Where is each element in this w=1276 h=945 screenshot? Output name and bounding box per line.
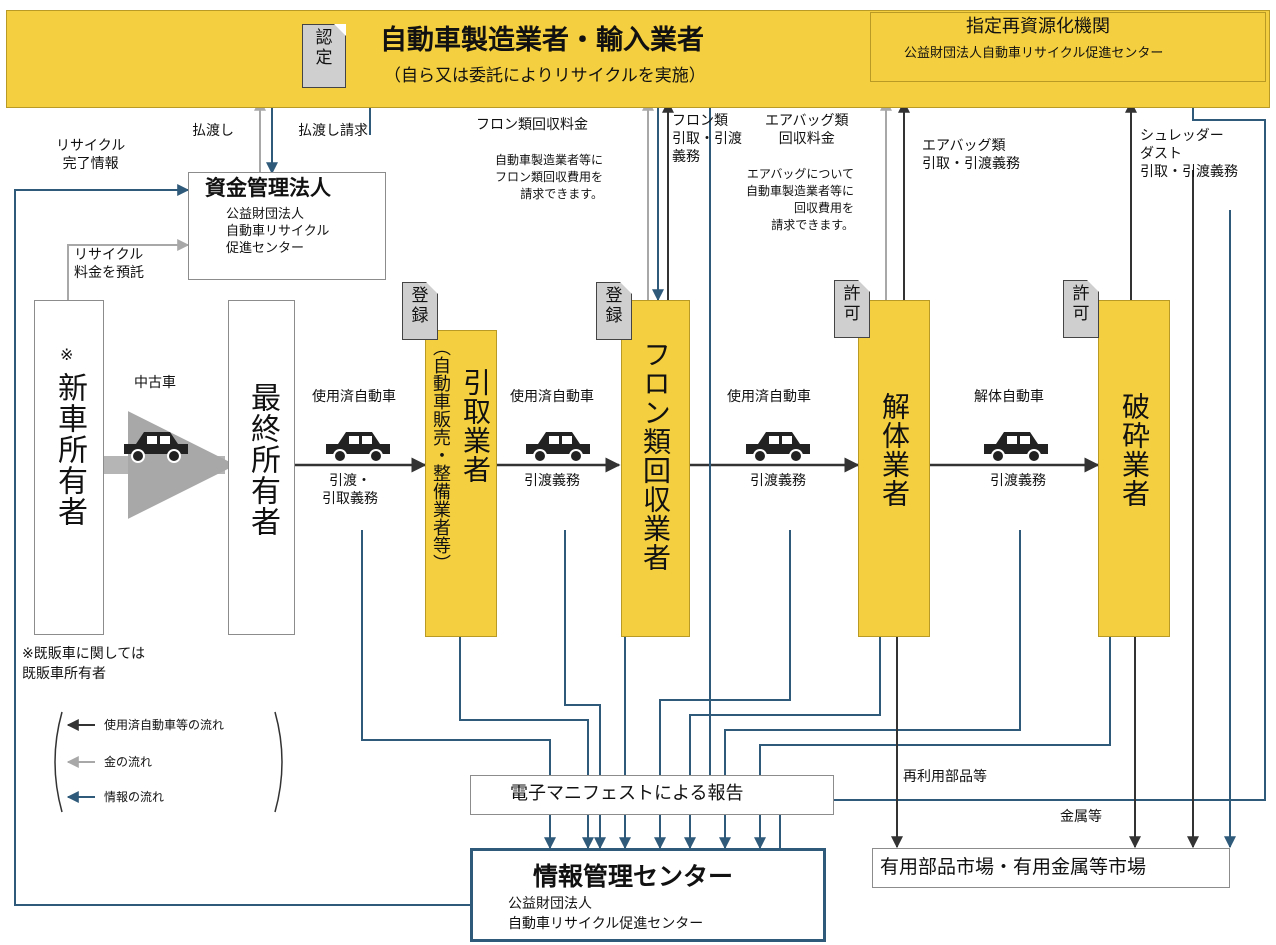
collector-note: （自動車販売・整備業者等）: [430, 338, 451, 572]
reuse-parts-label: 再利用部品等: [903, 769, 987, 785]
metals-label: 金属等: [1060, 809, 1102, 825]
airbag-note-label: エアバッグについて 自動車製造業者等に 回収費用を 請求できます。: [746, 167, 855, 232]
car-icon: [984, 432, 1048, 463]
collector-box: [425, 330, 497, 637]
manifest-label: 電子マニフェストによる報告: [510, 783, 744, 804]
used-vehicle-label-3: 使用済自動車: [727, 389, 811, 405]
car-icon: [326, 432, 390, 463]
recycle-complete-label: リサイクル 完了情報: [56, 138, 126, 172]
final-owner-label: 最終所有者: [245, 382, 280, 537]
freon-note-label: 自動車製造業者等に フロン類回収費用を 請求できます。: [495, 153, 604, 201]
shredder-label: 破砕業者: [1118, 392, 1151, 508]
dismantler-label: 解体業者: [878, 392, 911, 508]
used-vehicle-label-2: 使用済自動車: [510, 389, 594, 405]
info-center-subtitle: 公益財団法人 自動車リサイクル促進センター: [508, 896, 704, 932]
designated-org-title: 指定再資源化機関: [966, 16, 1110, 37]
designated-org-box: [870, 12, 1266, 82]
freon-collector-label: フロン類回収業者: [639, 340, 672, 572]
info-center-box: [470, 848, 826, 942]
car-icon: [526, 432, 590, 463]
dismantled-car-label: 解体自動車: [974, 389, 1044, 405]
freon-collector-box: [621, 300, 690, 637]
shredder-duty-label: シュレッダー ダスト 引取・引渡義務: [1140, 128, 1238, 180]
manifest-box: [470, 775, 834, 815]
manufacturer-title: 自動車製造業者・輸入業者: [380, 25, 704, 56]
dismantler-stamp: 許 可: [834, 280, 870, 338]
car-icon: [746, 432, 810, 463]
handover-label-3: 引渡義務: [750, 473, 806, 489]
dismantler-box: [858, 300, 930, 637]
collector-stamp: 登 録: [402, 282, 438, 340]
legend-info-flow: 情報の流れ: [104, 790, 165, 804]
fund-org-title: 資金管理法人: [205, 176, 331, 200]
fund-org-subtitle: 公益財団法人 自動車リサイクル 促進センター: [226, 207, 330, 256]
payment-request-label: 払渡し請求: [298, 123, 368, 139]
fund-org-box: [188, 172, 386, 280]
used-car-label: 中古車: [134, 375, 176, 391]
airbag-duty-label: エアバッグ類 引取・引渡義務: [922, 138, 1020, 172]
new-owner-mark: ※: [60, 345, 74, 364]
new-owner-box: [34, 300, 104, 635]
handover-label-1: 引渡・ 引取義務: [322, 473, 378, 507]
car-icon: [124, 432, 188, 463]
shredder-box: [1098, 300, 1170, 637]
handover-label-2: 引渡義務: [524, 473, 580, 489]
freon-fee-label: フロン類回収料金: [476, 117, 588, 133]
info-center-title: 情報管理センター: [533, 862, 734, 891]
collector-label: 引取業者: [459, 368, 492, 484]
certified-stamp: 認 定: [302, 24, 346, 88]
used-vehicle-label-1: 使用済自動車: [312, 389, 396, 405]
market-box: [872, 848, 1230, 888]
deposit-label: リサイクル 料金を預託: [74, 247, 144, 281]
footnote: ※既販車に関しては 既販車所有者: [22, 646, 146, 682]
market-label: 有用部品市場・有用金属等市場: [880, 856, 1147, 878]
shredder-stamp: 許 可: [1063, 280, 1099, 338]
airbag-fee-label: エアバッグ類 回収料金: [765, 113, 849, 147]
designated-org-subtitle: 公益財団法人自動車リサイクル促進センター: [904, 46, 1164, 61]
legend-vehicle-flow: 使用済自動車等の流れ: [104, 718, 225, 732]
manufacturer-subtitle: （自ら又は委託によりリサイクルを実施）: [384, 66, 706, 86]
freon-duty-label: フロン類 引取・引渡 義務: [672, 113, 742, 165]
legend-money-flow: 金の流れ: [104, 755, 153, 769]
final-owner-box: [228, 300, 295, 635]
freon-stamp: 登 録: [596, 282, 632, 340]
new-owner-label: 新車所有者: [52, 372, 87, 527]
handover-label-4: 引渡義務: [990, 473, 1046, 489]
payment-label: 払渡し: [192, 123, 234, 139]
